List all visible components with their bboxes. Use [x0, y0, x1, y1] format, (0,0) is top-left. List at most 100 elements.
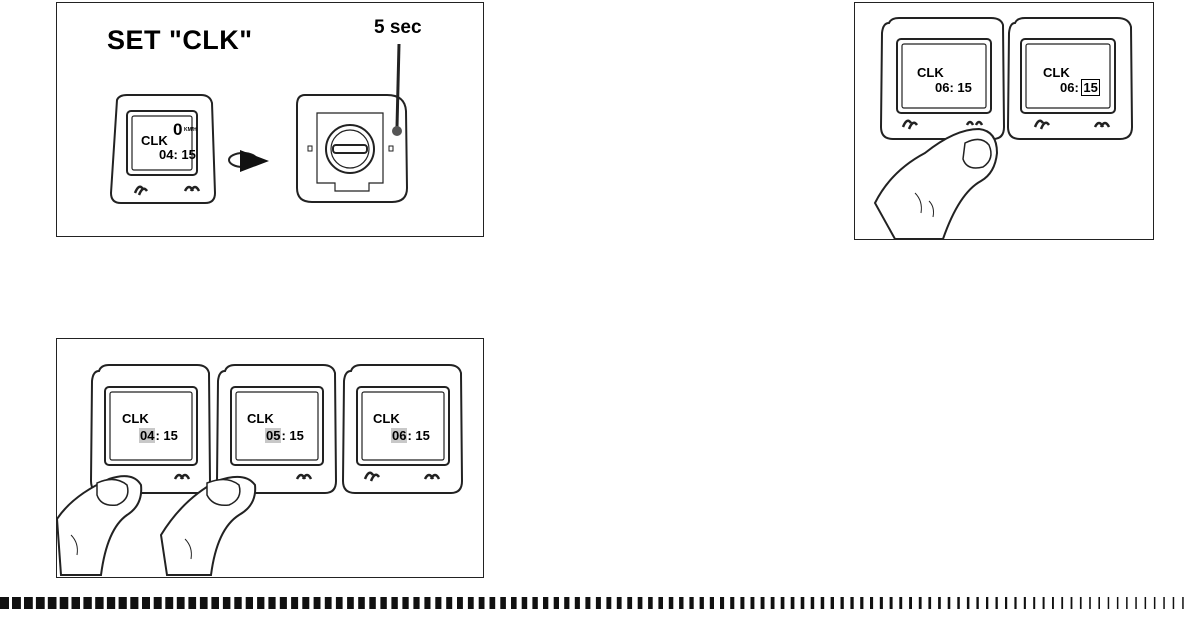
dash-block: [118, 597, 127, 609]
lcd-hour-highlighted: 04: [139, 428, 156, 443]
finger-press-icon: [159, 475, 257, 576]
dash-block: [211, 597, 219, 609]
dash-block: [302, 597, 310, 609]
figure-minute-select-drawing: [873, 17, 1134, 240]
lcd-time: 05: 15: [265, 428, 304, 443]
lcd-hour: 06: [935, 80, 950, 95]
dash-block: [413, 597, 420, 609]
dash-block: [0, 597, 9, 609]
dash-block: [1163, 597, 1165, 609]
dash-block: [840, 597, 844, 609]
dash-block: [95, 597, 104, 609]
dash-block: [709, 597, 714, 609]
dash-block: [820, 597, 825, 609]
figure-hour-advance-drawing: [57, 364, 464, 576]
rotate-arrow-icon: [228, 150, 269, 172]
dash-block: [986, 597, 989, 609]
dash-block: [1005, 597, 1008, 609]
dash-block: [142, 597, 150, 609]
dash-block: [918, 597, 922, 609]
dash-block: [658, 597, 663, 609]
lcd-hour-highlighted: 05: [265, 428, 282, 443]
dash-block: [369, 597, 376, 609]
dash-block: [938, 597, 941, 609]
lcd-hour-highlighted: 06: [391, 428, 408, 443]
dash-block: [83, 597, 92, 609]
lcd-mode: CLK: [122, 411, 149, 426]
dash-block: [627, 597, 633, 609]
dash-block: [790, 597, 795, 609]
lcd-minute: 15: [957, 80, 972, 95]
finger-press-icon: [57, 475, 143, 576]
dash-block: [1070, 597, 1073, 609]
dash-block: [1126, 597, 1128, 609]
dash-block: [176, 597, 185, 609]
dash-block: [750, 597, 755, 609]
dash-block: [234, 597, 242, 609]
dash-block: [870, 597, 874, 609]
lcd-time: 04: 15: [139, 428, 178, 443]
lcd-time: 06: 15: [1060, 79, 1100, 96]
dash-block: [1107, 597, 1110, 609]
lcd-speed: 0: [173, 120, 183, 139]
dash-block: [889, 597, 893, 609]
battery-cover-icon: [296, 94, 409, 203]
dash-block: [800, 597, 805, 609]
dash-block: [909, 597, 912, 609]
lcd-hour: 06: [1060, 80, 1075, 95]
dash-block: [35, 597, 45, 609]
dash-block: [358, 597, 365, 609]
lcd-hour: 04: [159, 147, 174, 162]
dash-block: [130, 597, 139, 609]
dash-block: [810, 597, 815, 609]
dash-block: [606, 597, 612, 609]
dash-block: [153, 597, 162, 609]
lcd-mode: CLK: [247, 411, 274, 426]
dash-block: [780, 597, 785, 609]
timer-label: 5 sec: [374, 17, 422, 38]
dash-block: [391, 597, 398, 609]
lcd-time: 04: 15: [159, 147, 196, 162]
dash-block: [1033, 597, 1036, 609]
dash-block: [1089, 597, 1091, 609]
dash-block: [1135, 597, 1137, 609]
lcd-mode: CLK: [917, 65, 944, 80]
lcd-time: 06: 15: [391, 428, 430, 443]
dash-block: [279, 597, 287, 609]
dash-block: [245, 597, 253, 609]
dash-block: [532, 597, 538, 609]
dash-block: [1098, 597, 1100, 609]
dash-block: [637, 597, 643, 609]
dash-block: [770, 597, 775, 609]
dash-block: [585, 597, 591, 609]
bike-computer-icon: [879, 17, 1006, 140]
dash-block: [995, 597, 998, 609]
figure-title: SET "CLK": [107, 25, 253, 55]
lcd-minute: 15: [289, 428, 304, 443]
dash-block: [457, 597, 463, 609]
dash-block: [106, 597, 116, 609]
dash-block: [1023, 597, 1026, 609]
dash-block: [616, 597, 622, 609]
dash-block: [947, 597, 951, 609]
bike-computer-icon: [109, 94, 217, 204]
dash-block: [335, 597, 343, 609]
dash-block: [730, 597, 735, 609]
dash-block: [511, 597, 517, 609]
lcd-minute: 15: [415, 428, 430, 443]
dash-block: [424, 597, 431, 609]
dash-block: [760, 597, 765, 609]
lcd-speed-unit: KM/H: [184, 127, 197, 133]
dash-block: [467, 597, 474, 609]
dash-block: [899, 597, 903, 609]
dash-block: [679, 597, 684, 609]
dash-block: [1042, 597, 1045, 609]
dash-block: [291, 597, 299, 609]
figure-hour-advance: CLK 04: 15 CLK 05: 15 CLK 06: 15: [56, 338, 484, 578]
dash-block: [446, 597, 453, 609]
dash-block: [595, 597, 601, 609]
dash-block: [222, 597, 231, 609]
dash-block: [1014, 597, 1017, 609]
bike-computer-icon: [1006, 17, 1134, 140]
dash-block: [740, 597, 745, 609]
